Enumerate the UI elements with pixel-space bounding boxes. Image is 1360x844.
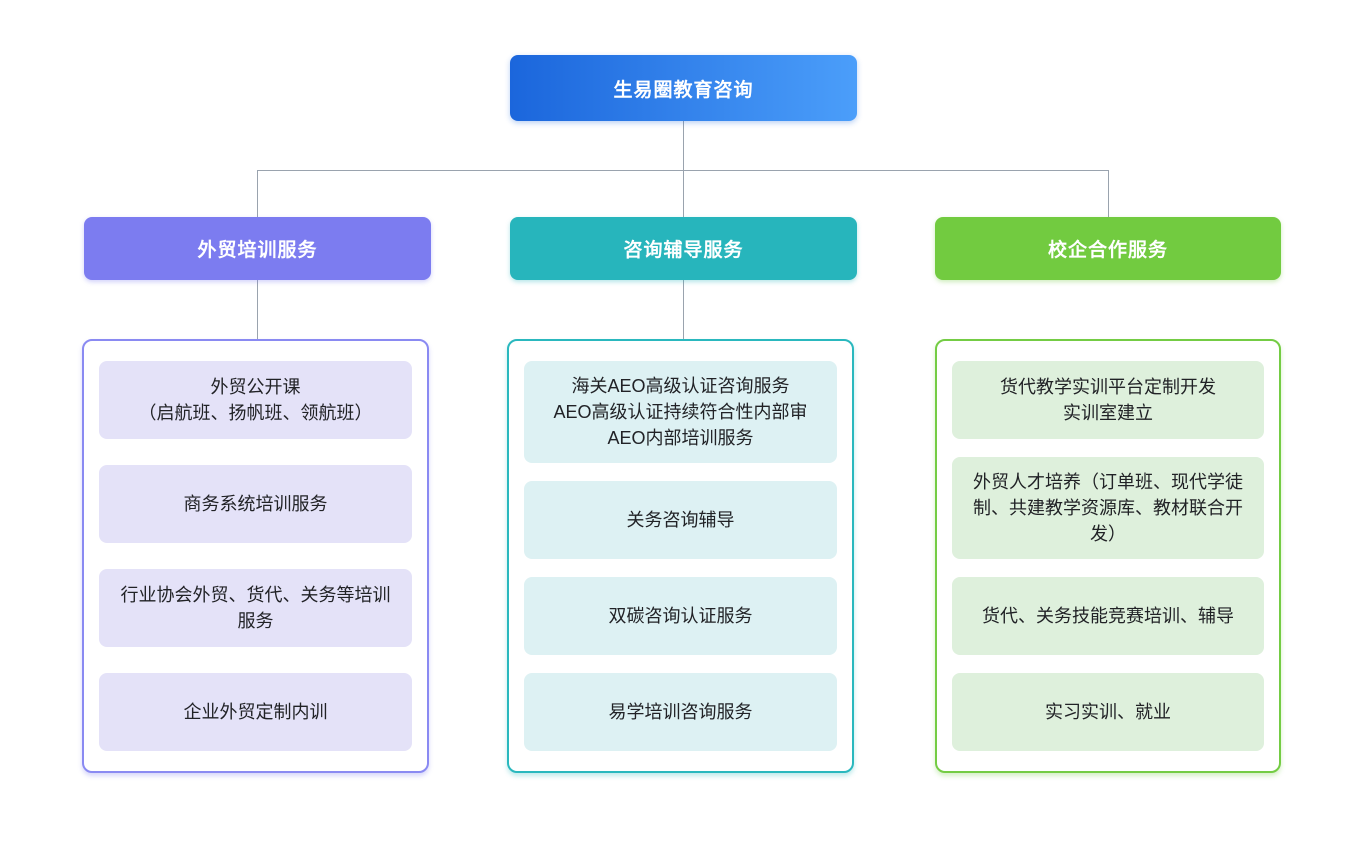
branch-header-label: 外贸培训服务	[197, 240, 318, 261]
service-item: 商务系统培训服务	[99, 465, 412, 543]
service-item: 海关AEO高级认证咨询服务 AEO高级认证持续符合性内部审 AEO内部培训服务	[524, 361, 837, 463]
service-item: 双碳咨询认证服务	[524, 577, 837, 655]
connector-drop-consulting-coaching	[683, 170, 684, 217]
service-item: 外贸公开课 （启航班、扬帆班、领航班）	[99, 361, 412, 439]
service-item: 货代、关务技能竞赛培训、辅导	[952, 577, 1264, 655]
org-root-label: 生易圈教育咨询	[613, 79, 754, 101]
connector-root-stem	[683, 121, 684, 170]
branch-panel-trade-training: 外贸公开课 （启航班、扬帆班、领航班） 商务系统培训服务 行业协会外贸、货代、关…	[82, 339, 429, 773]
connector-drop-trade-training	[257, 170, 258, 217]
service-item: 关务咨询辅导	[524, 481, 837, 559]
connector-stem-consulting-coaching	[683, 280, 684, 339]
service-item: 行业协会外贸、货代、关务等培训服务	[99, 569, 412, 647]
branch-panel-school-enterprise: 货代教学实训平台定制开发 实训室建立 外贸人才培养（订单班、现代学徒制、共建教学…	[935, 339, 1281, 773]
service-item: 实习实训、就业	[952, 673, 1264, 751]
connector-drop-school-enterprise	[1108, 170, 1109, 217]
branch-header-trade-training: 外贸培训服务	[84, 217, 431, 280]
service-item: 易学培训咨询服务	[524, 673, 837, 751]
branch-header-label: 咨询辅导服务	[623, 240, 744, 261]
branch-header-school-enterprise: 校企合作服务	[935, 217, 1281, 280]
branch-header-consulting-coaching: 咨询辅导服务	[510, 217, 857, 280]
connector-stem-trade-training	[257, 280, 258, 339]
service-item: 企业外贸定制内训	[99, 673, 412, 751]
service-item: 外贸人才培养（订单班、现代学徒制、共建教学资源库、教材联合开发）	[952, 457, 1264, 559]
branch-panel-consulting-coaching: 海关AEO高级认证咨询服务 AEO高级认证持续符合性内部审 AEO内部培训服务 …	[507, 339, 854, 773]
branch-header-label: 校企合作服务	[1047, 240, 1168, 261]
org-root-node: 生易圈教育咨询	[510, 55, 857, 121]
service-item: 货代教学实训平台定制开发 实训室建立	[952, 361, 1264, 439]
